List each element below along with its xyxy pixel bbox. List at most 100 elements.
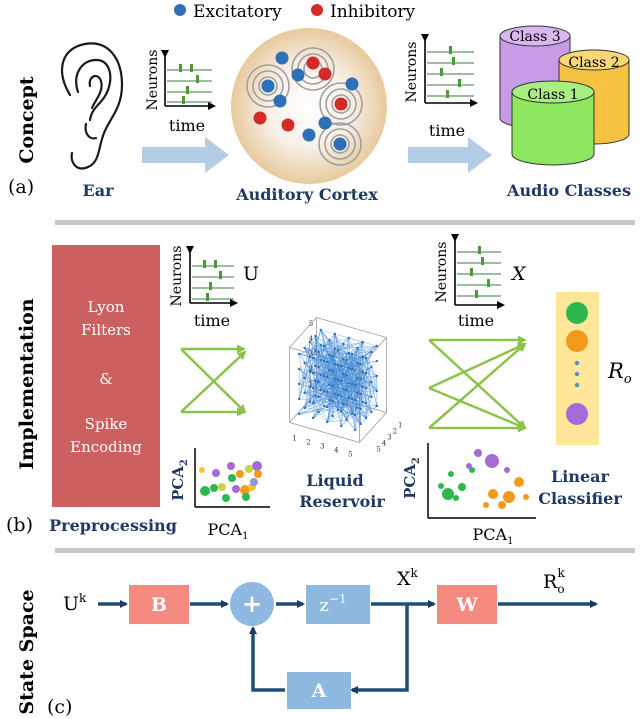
readout-neuron-1	[566, 302, 588, 324]
reservoir-frame-edge	[289, 422, 360, 443]
pca-point	[254, 470, 262, 478]
panel-b-label: (b)	[6, 514, 33, 536]
pca-point	[199, 467, 205, 473]
block-B-label: B	[151, 594, 167, 616]
pca-point	[504, 467, 510, 473]
pca-y-label-left: PCA2	[169, 459, 190, 501]
pca-point	[453, 495, 459, 501]
reservoir-frame-edge	[359, 412, 387, 443]
pca-point	[442, 488, 454, 500]
excitatory-legend-label: Excitatory	[193, 2, 282, 22]
pca-y-label-right: PCA2	[401, 457, 422, 499]
pca-point	[240, 485, 250, 495]
state-space-section-label: State Space	[16, 589, 38, 714]
summing-junction	[230, 582, 274, 626]
pca-point	[485, 454, 499, 468]
pca-point	[458, 483, 466, 491]
readout-symbol: Ro	[607, 359, 632, 387]
auditory-cortex-circle: Auditory Cortex	[231, 28, 387, 204]
impl-output-ylabel: Neurons	[434, 242, 450, 303]
panel-a-label: (a)	[8, 176, 34, 198]
divider-b-c	[55, 548, 635, 553]
reservoir-z-tick: 4	[309, 335, 314, 343]
pca-point	[250, 478, 258, 486]
pca-point	[498, 501, 506, 509]
pca-point	[236, 470, 244, 478]
input-projection-arrows	[180, 344, 247, 417]
reservoir-x-tick: 3	[320, 442, 324, 450]
input-spike-raster: Neurons time	[145, 50, 216, 135]
class-3-label: Class 3	[509, 29, 560, 45]
impl-input-ylabel: Neurons	[169, 246, 185, 307]
pca-point	[228, 474, 236, 482]
reservoir-y-tick: 4	[382, 440, 387, 448]
pca-point	[200, 486, 210, 496]
reservoir-y-tick: 3	[387, 434, 391, 442]
pca-point	[218, 483, 226, 491]
classifier-label-line1: Linear	[551, 467, 610, 486]
reservoir-y-tick: 1	[398, 422, 402, 430]
pca-point	[474, 449, 482, 457]
pca-point	[514, 477, 524, 487]
reservoir-y-tick: 5	[376, 446, 380, 454]
block-A-label: A	[311, 680, 327, 702]
output-spike-raster: Neurons time	[404, 34, 478, 140]
svg-text:Filters: Filters	[81, 321, 131, 339]
readout-ellipsis-dot	[574, 382, 580, 388]
state-output-label: Rok	[543, 566, 566, 596]
readout-neuron-n	[566, 403, 588, 425]
class-1-label: Class 1	[527, 87, 578, 103]
state-input-label: Uk	[63, 591, 87, 615]
reservoir-nodes	[298, 328, 378, 432]
reservoir-frame-edge	[289, 317, 317, 348]
preprocessing-text: Lyon Filters & Spike Encoding	[70, 298, 142, 456]
reservoir-x-tick: 5	[348, 450, 352, 458]
impl-output-raster: Neurons time X	[434, 234, 527, 330]
panel-a-concept: Excitatory Inhibitory Concept (a) Ear	[8, 2, 631, 204]
panel-c-label: (c)	[47, 696, 72, 718]
readout-ellipsis-dot	[574, 360, 580, 366]
reservoir-y-tick: 2	[393, 428, 397, 436]
input-raster-ylabel: Neurons	[145, 50, 161, 111]
output-symbol-X: X	[510, 263, 527, 285]
reservoir-z-tick: 3	[309, 350, 313, 358]
class-2-label: Class 2	[568, 55, 619, 71]
reservoir-label-line2: Reservoir	[299, 492, 385, 511]
reservoir-z-tick: 5	[309, 320, 313, 328]
pca-point	[438, 483, 444, 489]
input-symbol-U: U	[243, 263, 259, 285]
cortex-to-classes-arrow	[408, 137, 492, 173]
pca-point	[503, 491, 515, 503]
output-raster-ylabel: Neurons	[404, 42, 420, 103]
ear-to-cortex-arrow	[142, 137, 229, 173]
pca-x-label-left: PCA1	[208, 520, 249, 542]
block-delay	[306, 585, 370, 624]
implementation-section-label: Implementation	[16, 298, 38, 469]
divider-a-b	[55, 220, 635, 225]
pca-point	[448, 471, 454, 477]
ear-label: Ear	[83, 181, 115, 200]
block-W-label: W	[455, 594, 478, 616]
readout-layer: Ro Linear Classifier	[538, 292, 632, 508]
preprocessing-block	[52, 245, 160, 507]
ear-icon	[61, 42, 124, 170]
pca-point	[245, 465, 253, 473]
pca-point	[523, 494, 529, 500]
block-W	[437, 585, 497, 624]
feedback-a-to-sum	[249, 626, 285, 692]
pca-point	[210, 484, 218, 492]
concept-section-label: Concept	[16, 76, 38, 164]
pca-point	[252, 461, 262, 471]
state-label: Xk	[397, 566, 419, 590]
feedback-to-a	[350, 604, 409, 694]
classes-label: Audio Classes	[506, 181, 631, 200]
reservoir-x-tick: 4	[334, 446, 339, 454]
pca-point	[227, 462, 235, 470]
reservoir-z-tick: 1	[309, 380, 313, 388]
svg-text:Spike: Spike	[85, 415, 128, 433]
excitatory-legend-dot	[174, 4, 186, 16]
block-B	[129, 585, 189, 624]
block-A	[287, 672, 351, 709]
